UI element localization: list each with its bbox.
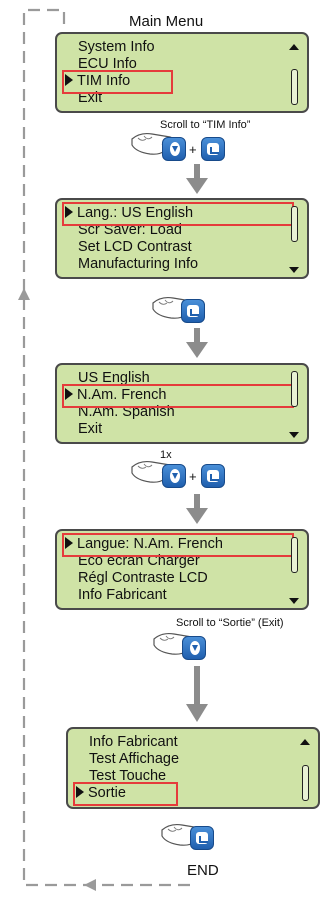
lcd-screen-exit: Info Fabricant Test Affichage Test Touch… — [66, 727, 320, 809]
menu-line: ECU Info — [78, 56, 137, 72]
selection-highlight — [62, 70, 173, 94]
menu-line: Set LCD Contrast — [78, 239, 192, 255]
menu-line: Régl Contraste LCD — [78, 570, 208, 586]
menu-line: US English — [78, 370, 150, 386]
menu-line: Exit — [78, 421, 103, 437]
menu-line: Info Fabricant — [89, 734, 178, 750]
scrollbar-thumb — [291, 206, 298, 242]
menu-line-selected: Sortie — [68, 785, 318, 802]
menu-line-selected: Lang.: US English — [57, 205, 307, 222]
scroll-down-icon — [289, 267, 299, 273]
selection-highlight — [62, 533, 294, 557]
lcd-screen-language: US English N.Am. French N.Am. Spanish Ex… — [55, 363, 309, 444]
step-caption: 1x — [160, 449, 172, 461]
pointer-triangle-icon — [65, 206, 73, 218]
loop-up-arrow-icon — [18, 288, 30, 300]
page-title: Main Menu — [129, 13, 204, 30]
scroll-up-icon — [300, 739, 310, 745]
pointer-triangle-icon — [76, 786, 84, 798]
menu-line: Scr Saver: Load — [78, 222, 182, 238]
menu-line: Eco ecran Charger — [78, 553, 200, 569]
scrollbar-thumb — [291, 371, 298, 407]
pointer-triangle-icon — [65, 388, 73, 400]
scroll-down-icon — [289, 598, 299, 604]
scrollbar-thumb — [302, 765, 309, 801]
menu-line: Info Fabricant — [78, 587, 167, 603]
menu-line-selected: N.Am. French — [57, 387, 307, 404]
plus-sign: + — [189, 142, 197, 157]
menu-line: System Info — [78, 39, 155, 55]
enter-key-icon — [190, 826, 214, 850]
scrollbar-thumb — [291, 537, 298, 573]
scroll-up-icon — [289, 44, 299, 50]
lcd-screen-tim-info: Lang.: US English Scr Saver: Load Set LC… — [55, 198, 309, 279]
flow-arrow-icon — [186, 328, 208, 358]
menu-line: Test Affichage — [89, 751, 180, 767]
scrollbar-thumb — [291, 69, 298, 105]
selection-highlight — [62, 202, 294, 226]
menu-line: Manufacturing Info — [78, 256, 199, 272]
pointer-triangle-icon — [65, 537, 73, 549]
flow-arrow-icon — [186, 666, 208, 722]
plus-sign: + — [189, 469, 197, 484]
end-label: END — [187, 862, 219, 879]
pointer-triangle-icon — [65, 74, 73, 86]
lcd-screen-french-menu: Langue: N.Am. French Eco ecran Charger R… — [55, 529, 309, 610]
flow-arrow-icon — [186, 164, 208, 194]
enter-key-icon — [201, 464, 225, 488]
menu-line: Exit — [78, 90, 103, 106]
menu-line-selected: Langue: N.Am. French — [57, 536, 307, 553]
flow-arrow-icon — [186, 494, 208, 524]
down-key-icon — [182, 636, 206, 660]
lcd-screen-main-menu: System Info ECU Info TIM Info Exit — [55, 32, 309, 113]
selection-highlight — [73, 782, 178, 806]
down-key-icon — [162, 464, 186, 488]
scroll-down-icon — [289, 432, 299, 438]
selection-highlight — [62, 384, 294, 408]
loop-left-arrow-icon — [84, 879, 96, 891]
step-caption: Scroll to “TIM Info” — [160, 119, 251, 131]
menu-line-selected: TIM Info — [57, 73, 307, 90]
step-caption: Scroll to “Sortie” (Exit) — [176, 617, 284, 629]
down-key-icon — [162, 137, 186, 161]
menu-line: N.Am. Spanish — [78, 404, 175, 420]
enter-key-icon — [201, 137, 225, 161]
enter-key-icon — [181, 299, 205, 323]
menu-line: Test Touche — [89, 768, 167, 784]
